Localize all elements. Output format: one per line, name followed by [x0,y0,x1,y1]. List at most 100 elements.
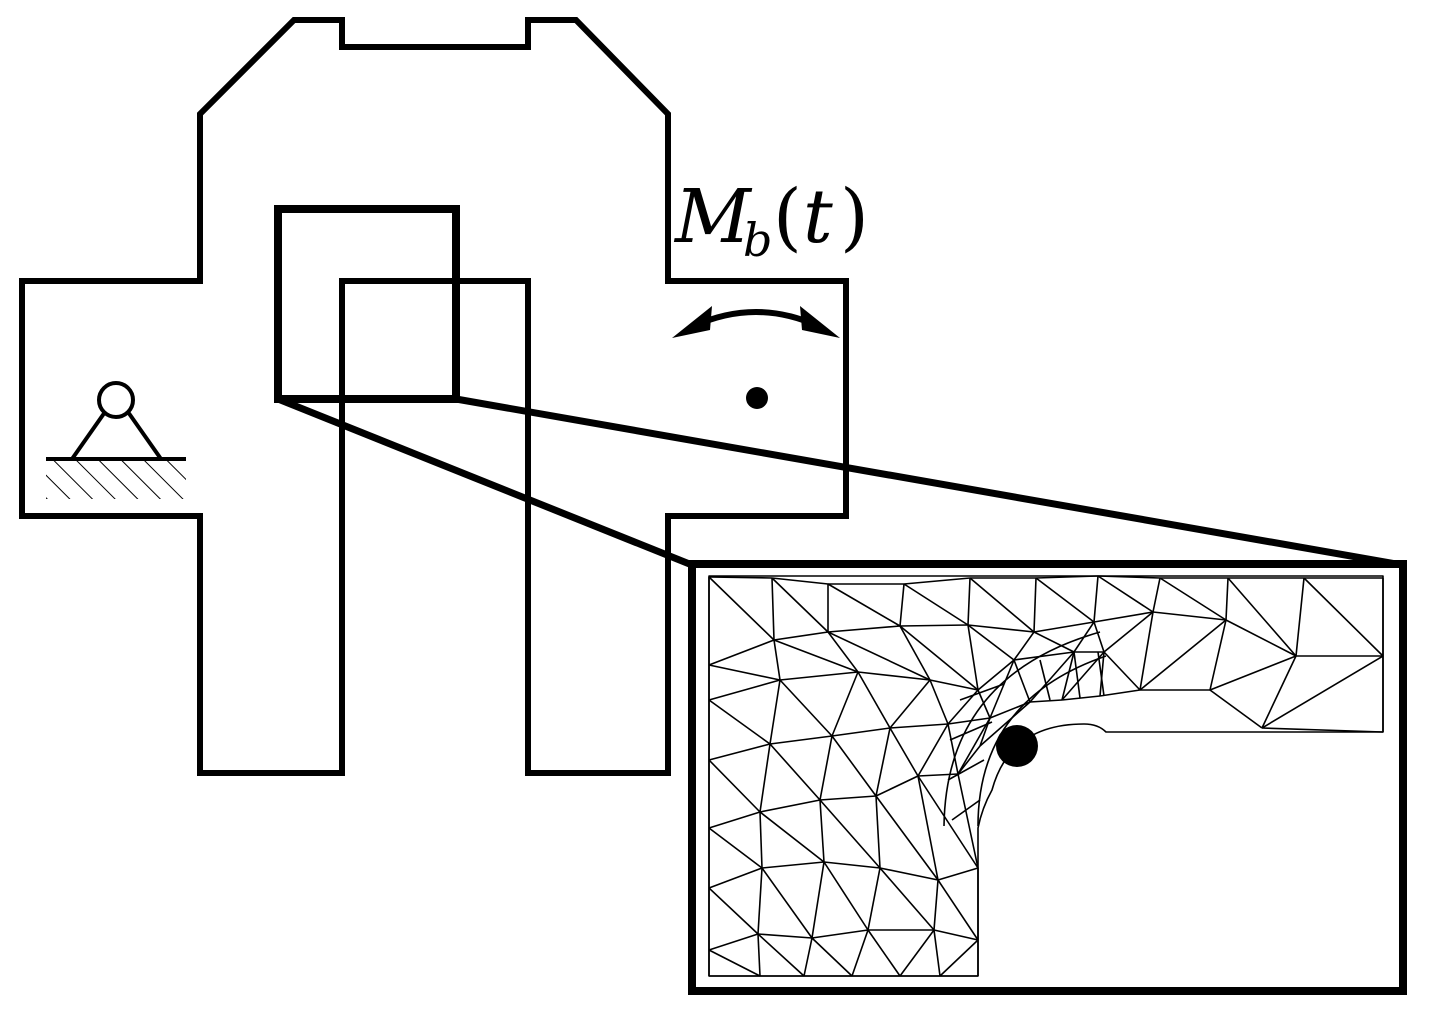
mesh-edge [819,799,825,863]
mesh-edge [769,679,781,745]
mesh-edge [875,795,881,869]
mesh-edge [933,929,979,941]
mesh-edge [827,631,859,673]
mesh-edge [889,679,931,729]
mesh-edge [771,577,775,641]
mesh-edge [951,799,981,821]
mesh-edge [899,625,979,691]
mesh-edge [1209,655,1297,691]
mesh-edge [757,933,761,977]
mesh-edge [917,775,979,869]
mesh-edge [929,679,979,691]
mesh-edge [1303,577,1384,657]
mesh-edge [939,939,979,977]
mesh-edge [917,723,949,777]
mesh-edge [1159,577,1227,621]
mesh-edge [1103,651,1141,691]
mesh-edge [977,659,1015,691]
mesh-edge [761,867,813,939]
moment-close-paren: ) [840,174,869,260]
mesh-edge [875,727,891,797]
mesh-edge [1093,621,1105,653]
mesh-edge [949,721,993,741]
mesh-edge [1097,575,1161,579]
mesh-edge [929,679,949,725]
mesh-edge [851,929,869,977]
mesh-edge [708,664,781,681]
mesh-edge [771,577,829,585]
mesh-edge [831,727,891,737]
moment-argument: t [803,174,833,260]
mesh-edge [937,867,979,881]
mesh-edge [889,727,919,777]
mesh-edge [1225,619,1297,657]
mesh-edge [1029,651,1075,703]
mesh-edge [933,929,941,977]
mesh-edge [1029,699,1063,703]
mesh-edge [1139,619,1227,691]
mesh-edge [708,811,761,829]
mesh-edge [899,625,931,681]
mesh-edge [773,631,829,641]
mesh-edge [831,671,859,737]
mesh-edge [827,631,931,681]
mesh-edge [1013,651,1075,661]
mesh-edge [1099,689,1141,697]
mesh-edge [1099,651,1105,697]
mesh-edge [947,723,959,775]
mesh-edge [917,775,939,881]
mesh-edge [957,773,979,869]
mesh-edge [827,583,901,627]
mesh-edge [1035,577,1095,623]
mesh-edge [1261,727,1384,733]
mesh-edge [889,723,949,729]
mesh-edge [759,743,771,813]
mesh-edge [708,576,773,579]
mesh-edge [959,683,1005,701]
mesh-edge [811,937,853,977]
mesh-edge [1209,689,1263,729]
mesh-edge [1209,619,1227,691]
double-headed-curved-arrow-icon [672,306,840,338]
mesh-edge [1152,611,1227,621]
mesh-edge [979,717,991,747]
mesh-edge [957,717,991,775]
mesh-fillet-curve [943,631,1101,827]
moment-symbol: M [673,174,753,260]
mesh-edge [779,671,859,681]
mesh-edge [917,773,959,777]
mesh-edge [1103,611,1154,653]
mesh-edge [1261,655,1297,729]
mesh-edge [967,577,971,626]
mesh-edge [947,759,985,781]
mesh-edge [769,743,821,801]
mesh-edge [757,867,763,935]
mesh-edge [1225,577,1229,621]
mesh-edge [1261,655,1384,729]
mesh-edge [979,701,1031,747]
mesh-edge [1152,577,1161,613]
mesh-edge [903,583,969,626]
mesh-edge [803,937,813,977]
mesh-edge [708,639,775,666]
mesh-edge [779,679,833,737]
mesh-edge [867,867,881,931]
mesh-edge [831,735,877,797]
mesh-edge [879,867,935,931]
moment-subscript: b [743,213,772,267]
moment-open-paren: ( [773,174,802,260]
mesh-edge [1013,631,1035,661]
mesh-edge [819,735,833,801]
mesh-edge [773,639,781,681]
mesh-edge [708,933,759,951]
mesh-edge [708,949,761,977]
mesh-edge [1035,575,1099,579]
mesh-edge [823,861,869,931]
mesh-edge [1033,631,1075,653]
mesh-edge [819,795,877,801]
zoom-connector-left [276,395,694,569]
mesh-edge [773,639,859,673]
mesh-edge [1073,651,1081,699]
mesh-edge [757,933,813,939]
mesh-edge [708,827,763,869]
